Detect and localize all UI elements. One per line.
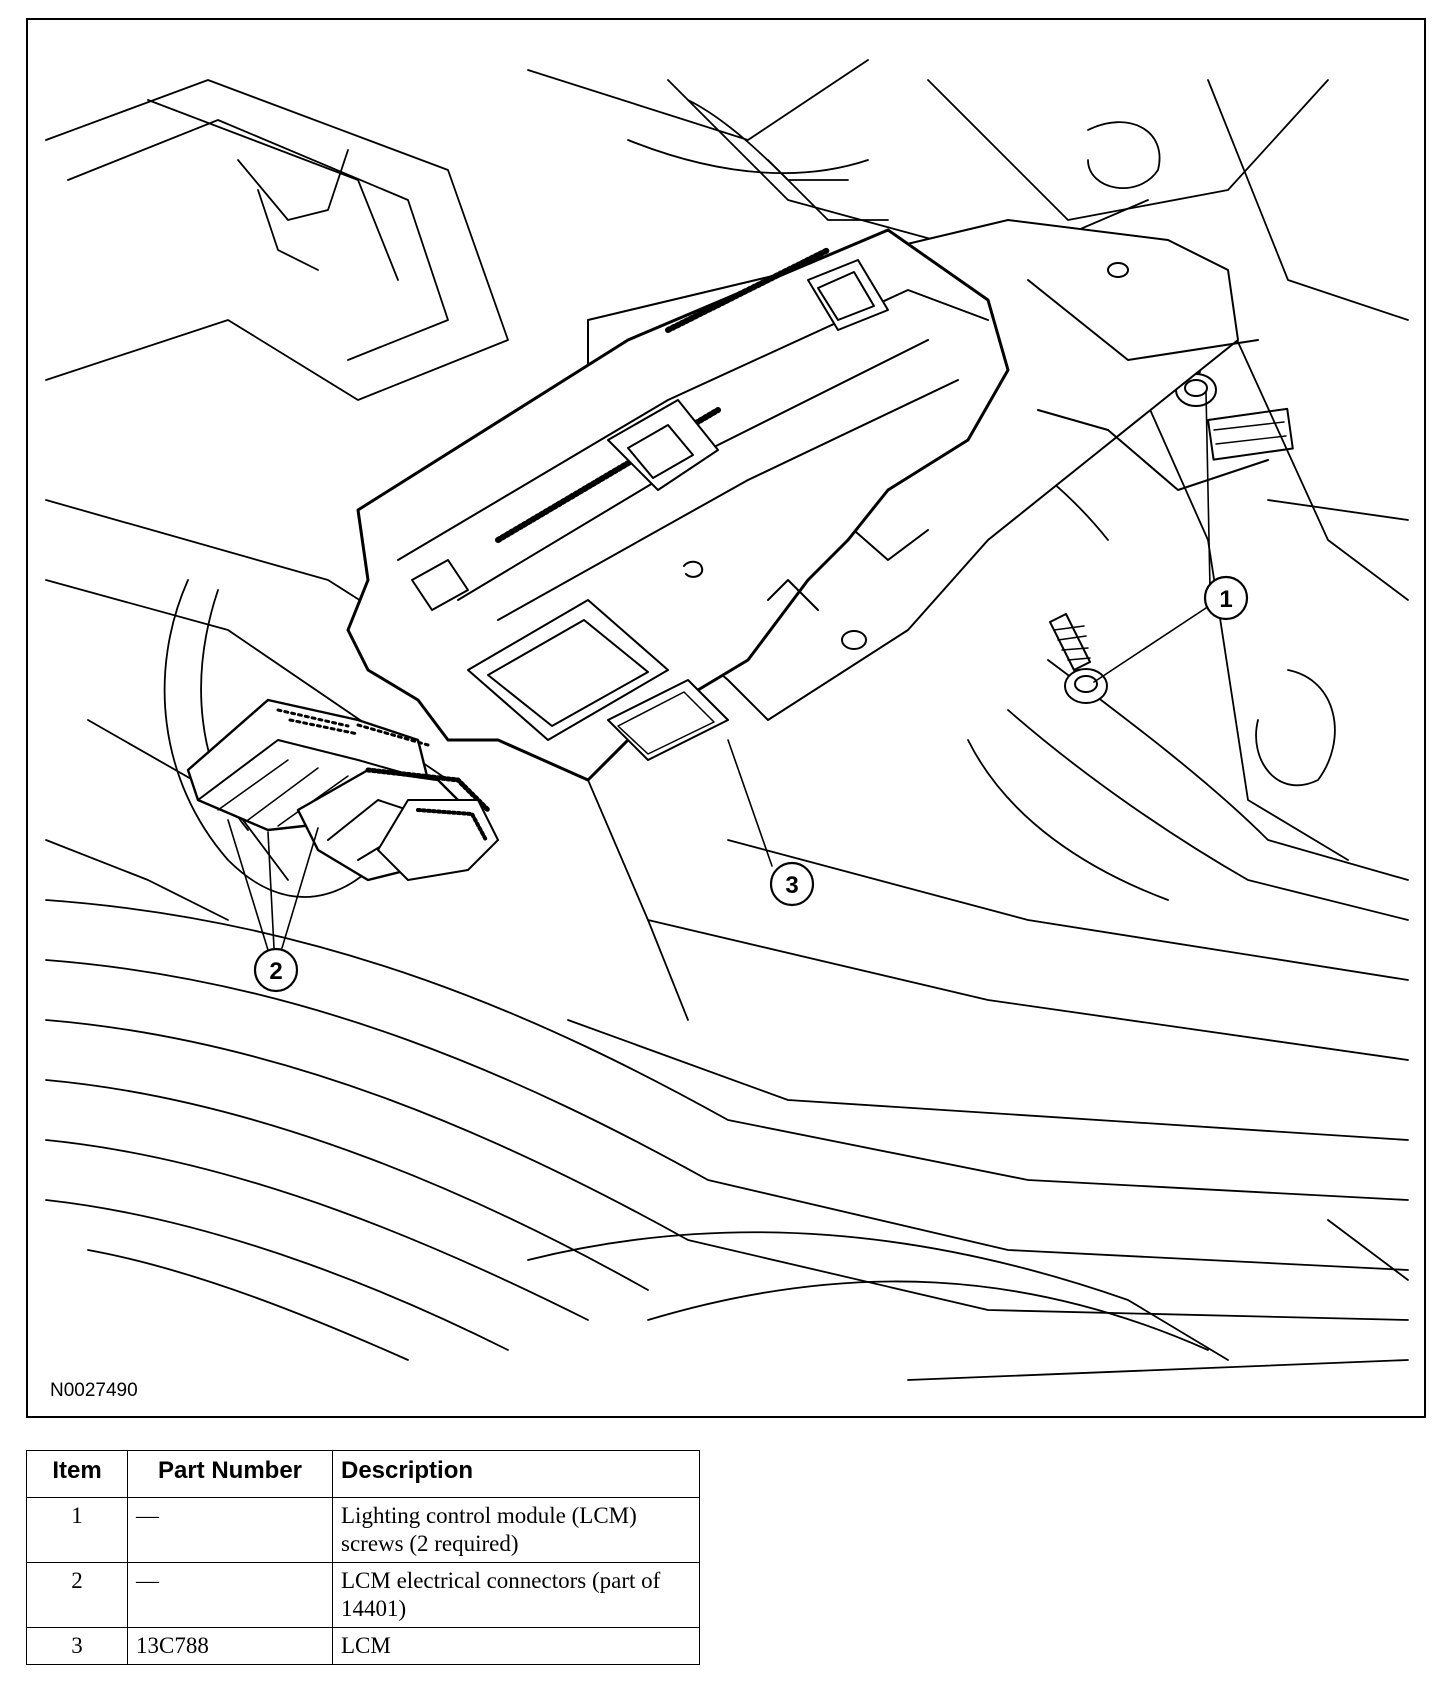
row-description: LCM electrical connectors (part of 14401… [332, 1562, 700, 1628]
svg-text:2: 2 [269, 958, 282, 985]
row-part-number: — [127, 1562, 333, 1628]
svg-text:1: 1 [1219, 586, 1232, 613]
table-row: 1 — Lighting control module (LCM) screws… [26, 1497, 700, 1563]
svg-text:3: 3 [785, 872, 798, 899]
row-item: 3 [26, 1627, 128, 1665]
figure-id: N0027490 [50, 1380, 138, 1401]
table-row: 2 — LCM electrical connectors (part of 1… [26, 1562, 700, 1628]
callout-1: 1 [1203, 575, 1249, 621]
lighting-control-module [346, 228, 1010, 782]
row-item: 2 [26, 1562, 128, 1628]
callout-3: 3 [769, 861, 815, 907]
row-description: Lighting control module (LCM) screws (2 … [332, 1497, 700, 1563]
header-description: Description [332, 1450, 700, 1498]
parts-legend-table: Item Part Number Description 1 — Lightin… [26, 1450, 700, 1665]
table-row: 3 13C788 LCM [26, 1627, 700, 1665]
row-description: LCM [332, 1627, 700, 1665]
leader-lines [227, 391, 1211, 951]
row-part-number: — [127, 1497, 333, 1563]
callout-2: 2 [253, 947, 299, 993]
lcm-illustration: 1 2 3 [45, 59, 1409, 1381]
header-part-number: Part Number [127, 1450, 333, 1498]
figure-frame: 1 2 3 N0027490 [26, 18, 1426, 1418]
lcm-electrical-connectors [186, 698, 499, 882]
legend-header-row: Item Part Number Description [26, 1450, 700, 1498]
header-item: Item [26, 1450, 128, 1498]
row-item: 1 [26, 1497, 128, 1563]
background-structure [45, 59, 1409, 1381]
row-part-number: 13C788 [127, 1627, 333, 1665]
lcm-screw-lower [1049, 613, 1108, 704]
